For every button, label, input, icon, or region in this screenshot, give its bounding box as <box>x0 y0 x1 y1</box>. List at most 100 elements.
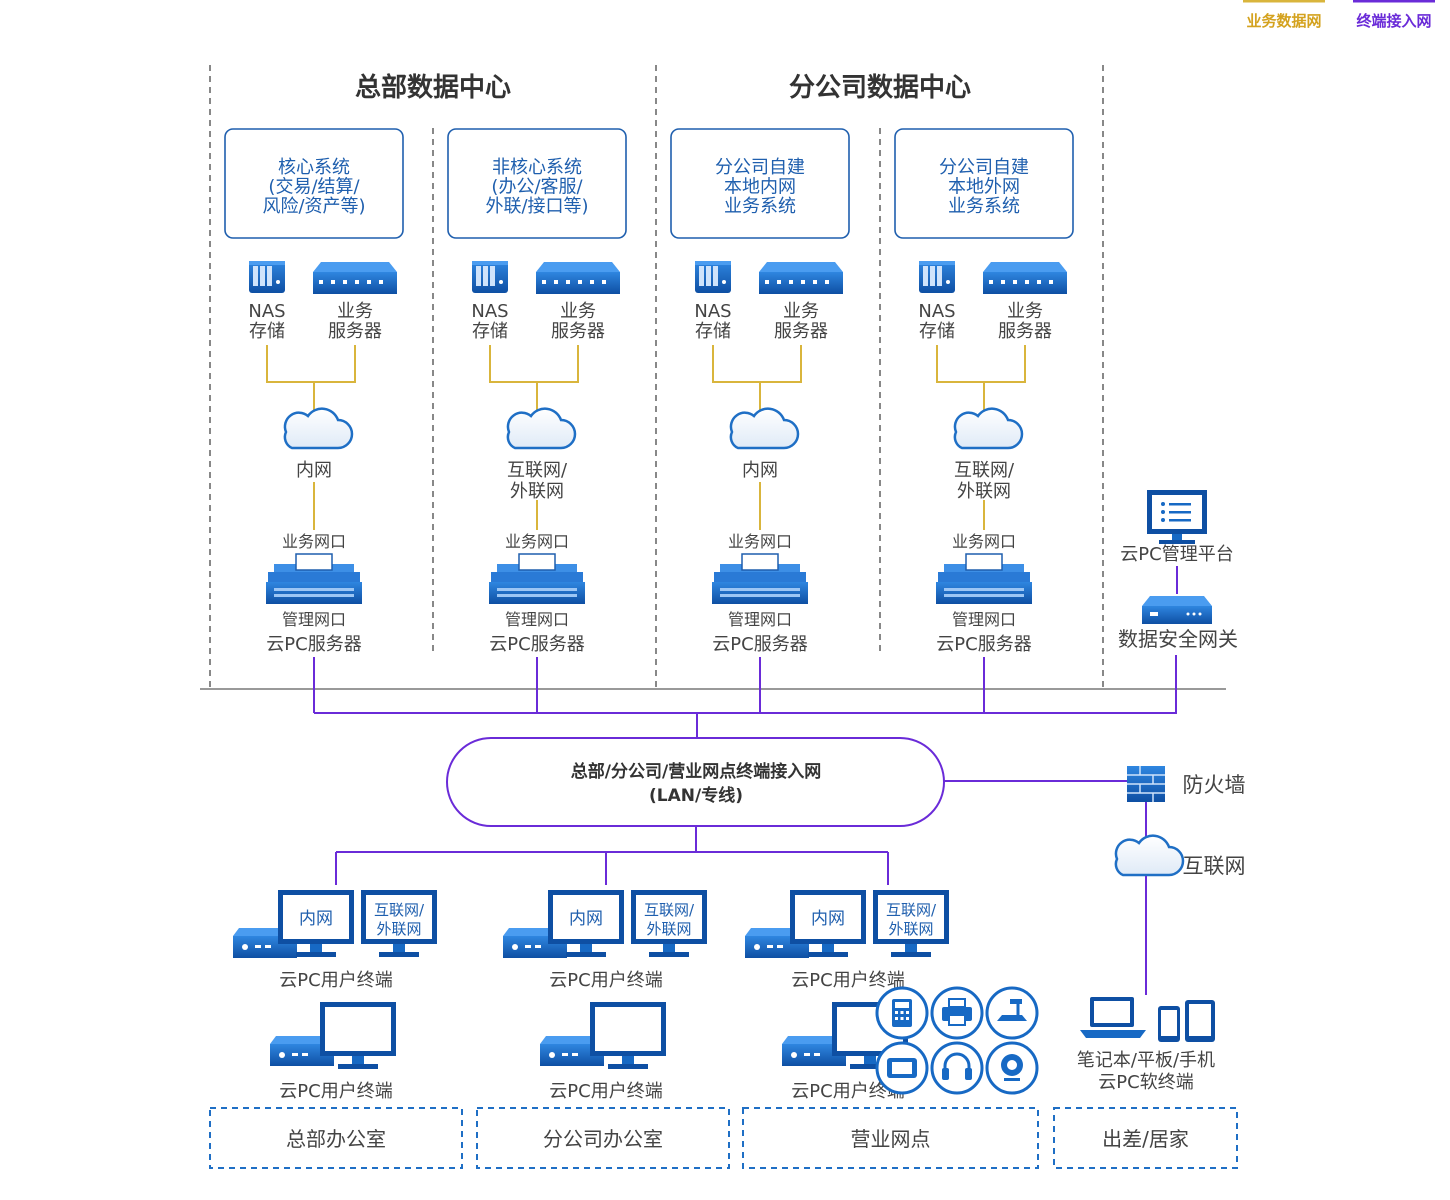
nas-storage-icon <box>919 261 955 293</box>
management-port-label: 管理网口 <box>728 610 792 629</box>
business-server-icon <box>313 262 397 294</box>
network-cloud-icon <box>506 407 577 450</box>
network-cloud-icon <box>283 407 354 450</box>
location-box <box>476 1107 730 1169</box>
cloud-pc-server-label: 云PC服务器 <box>936 634 1031 655</box>
hq-data-center-title: 总部数据中心 <box>355 73 511 103</box>
system-name-line: 核心系统 <box>278 157 350 178</box>
intranet-screen-label: 内网 <box>811 909 845 929</box>
management-port-label: 管理网口 <box>282 610 346 629</box>
server-label: 业务 <box>337 301 373 322</box>
cloud-pc-server-icon <box>935 553 1033 605</box>
cloud-pc-server-label: 云PC服务器 <box>266 634 361 655</box>
nas-storage-icon <box>695 261 731 293</box>
terminal-groups: 内网互联网/外联网云PC用户终端云PC用户终端内网互联网/外联网云PC用户终端云… <box>233 890 949 1102</box>
network-label: 内网 <box>296 460 332 481</box>
network-label: 互联网/ <box>954 460 1015 481</box>
distribution-lines <box>335 826 889 885</box>
management-port-label: 管理网口 <box>952 610 1016 629</box>
network-label: 外联网 <box>510 481 564 502</box>
access-net-subtitle: (LAN/专线) <box>649 785 743 806</box>
location-label: 分公司办公室 <box>543 1127 663 1151</box>
laptop-icon <box>1080 997 1146 1038</box>
server-label: 业务 <box>560 301 596 322</box>
mobile-label-2: 云PC软终端 <box>1098 1072 1193 1093</box>
network-cloud-icon <box>729 407 800 450</box>
system-name-line: 业务系统 <box>948 196 1020 217</box>
internet-screen-label: 外联网 <box>376 920 421 938</box>
internet-screen-label: 外联网 <box>888 920 933 938</box>
terminal-label: 云PC用户终端 <box>791 970 904 991</box>
server-label: 服务器 <box>774 321 828 342</box>
firewall-icon <box>1127 766 1165 802</box>
webcam-icon <box>985 1041 1039 1095</box>
internet-screen-label: 互联网/ <box>886 901 937 919</box>
network-label: 内网 <box>742 460 778 481</box>
nas-storage-icon <box>249 261 285 293</box>
system-name-line: (交易/结算/ <box>268 177 360 198</box>
business-data-line <box>712 345 802 412</box>
system-name-line: (办公/客服/ <box>491 177 583 198</box>
mobile-label-1: 笔记本/平板/手机 <box>1077 1050 1215 1071</box>
nas-label: 存储 <box>249 321 285 342</box>
system-box <box>670 128 850 239</box>
system-name-line: 分公司自建 <box>939 157 1029 178</box>
location-label: 总部办公室 <box>286 1127 386 1151</box>
terminal-label: 云PC用户终端 <box>279 1081 392 1102</box>
peripherals <box>875 986 1039 1095</box>
business-server-icon <box>983 262 1067 294</box>
firewall-label: 防火墙 <box>1183 773 1246 797</box>
system-name-line: 外联/接口等) <box>485 196 588 217</box>
security-gateway-icon <box>1142 596 1212 624</box>
business-data-line <box>489 345 579 412</box>
business-data-line <box>936 345 1026 412</box>
legend-business-net: 业务数据网 <box>1246 12 1321 30</box>
system-column: 分公司自建本地外网业务系统NAS存储业务服务器互联网/外联网业务网口管理网口云P… <box>894 128 1074 713</box>
internet-label: 互联网 <box>1183 854 1246 878</box>
internet-cloud-icon <box>1114 834 1185 877</box>
network-cloud-icon <box>953 407 1024 450</box>
system-name-line: 风险/资产等) <box>262 196 365 217</box>
terminal-label: 云PC用户终端 <box>549 970 662 991</box>
intranet-screen-label: 内网 <box>569 909 603 929</box>
nas-label: NAS <box>471 301 508 322</box>
business-data-line <box>266 345 356 412</box>
location-label: 营业网点 <box>851 1127 931 1151</box>
location-box <box>1053 1107 1238 1169</box>
location-box <box>742 1107 1039 1169</box>
location-boxes: 总部办公室分公司办公室营业网点出差/居家 <box>209 1107 1238 1169</box>
system-box <box>224 128 404 239</box>
legend-terminal-net: 终端接入网 <box>1356 12 1431 30</box>
internet-screen-label: 外联网 <box>646 920 691 938</box>
server-label: 服务器 <box>328 321 382 342</box>
internet-screen-label: 互联网/ <box>374 901 425 919</box>
signature-pad-icon <box>875 1041 929 1095</box>
server-label: 业务 <box>1007 301 1043 322</box>
system-column: 核心系统(交易/结算/风险/资产等)NAS存储业务服务器内网业务网口管理网口云P… <box>224 128 404 713</box>
business-port-label: 业务网口 <box>728 532 792 551</box>
internet-screen-label: 互联网/ <box>644 901 695 919</box>
terminal-label: 云PC用户终端 <box>279 970 392 991</box>
intranet-screen-label: 内网 <box>299 909 333 929</box>
nas-label: 存储 <box>695 321 731 342</box>
business-server-icon <box>759 262 843 294</box>
system-column: 非核心系统(办公/客服/外联/接口等)NAS存储业务服务器互联网/外联网业务网口… <box>447 128 627 713</box>
system-name-line: 本地内网 <box>724 177 796 198</box>
nas-storage-icon <box>472 261 508 293</box>
data-center-partitions <box>209 65 1104 690</box>
terminal-label: 云PC用户终端 <box>549 1081 662 1102</box>
business-server-icon <box>536 262 620 294</box>
system-box <box>894 128 1074 239</box>
nas-label: NAS <box>694 301 731 322</box>
server-label: 业务 <box>783 301 819 322</box>
phone-icon <box>1158 1006 1180 1042</box>
printer-icon <box>930 986 984 1040</box>
cloud-pc-server-icon <box>711 553 809 605</box>
network-label: 外联网 <box>957 481 1011 502</box>
mgmt-platform-label: 云PC管理平台 <box>1120 544 1233 565</box>
management-port-label: 管理网口 <box>505 610 569 629</box>
headset-icon <box>930 1041 984 1095</box>
